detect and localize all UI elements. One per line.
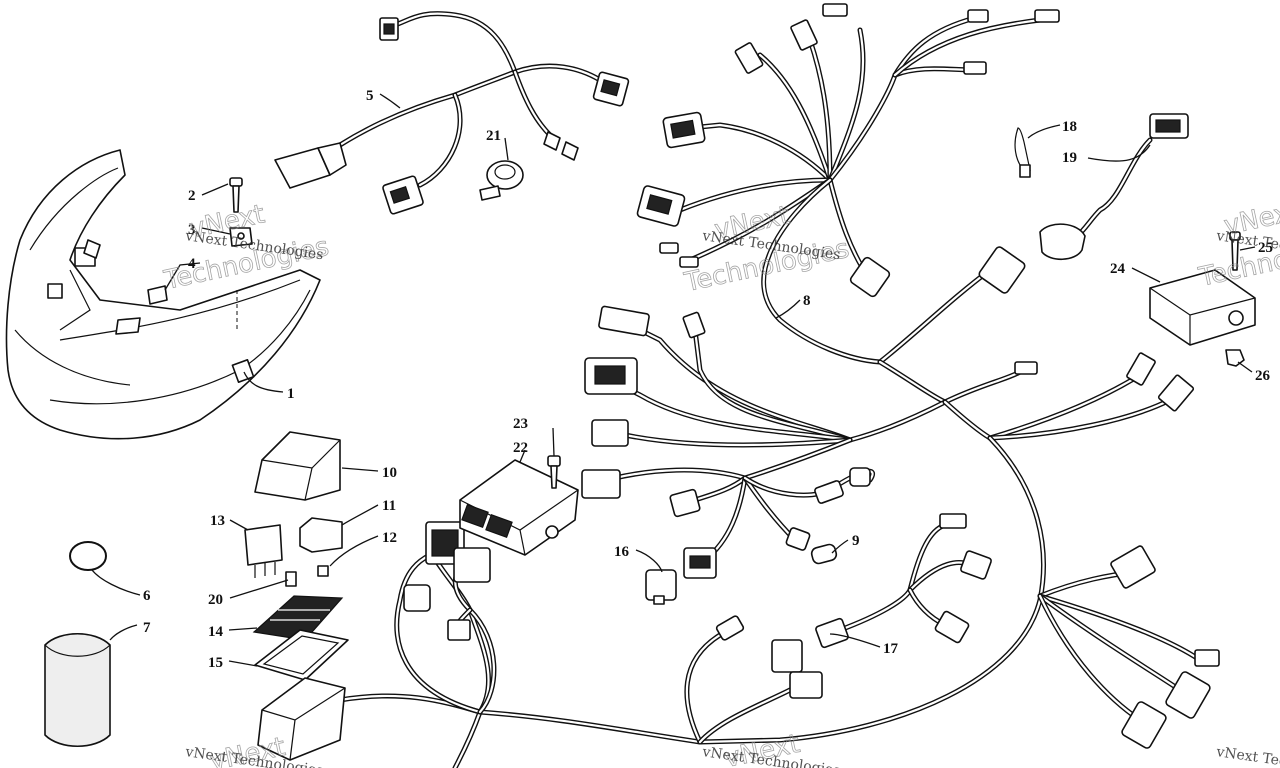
fuse-12 bbox=[317, 565, 329, 577]
bracket-4 bbox=[147, 285, 168, 305]
callout-6: 6 bbox=[143, 588, 151, 604]
screw-2 bbox=[229, 177, 243, 213]
harness-19 bbox=[1039, 113, 1189, 261]
plug-9 bbox=[810, 543, 838, 565]
callout-8: 8 bbox=[803, 293, 811, 309]
clip-3 bbox=[229, 227, 253, 247]
cable-tie-18 bbox=[1014, 127, 1031, 178]
fuse-20 bbox=[285, 571, 297, 587]
relay-13 bbox=[244, 524, 283, 578]
callout-23: 23 bbox=[513, 416, 528, 432]
harness-5 bbox=[274, 11, 630, 215]
callout-24: 24 bbox=[1110, 261, 1126, 277]
callout-19: 19 bbox=[1062, 150, 1077, 166]
callout-5: 5 bbox=[366, 88, 374, 104]
callout-3: 3 bbox=[188, 222, 196, 238]
callout-11: 11 bbox=[382, 498, 396, 514]
harness-17 bbox=[815, 513, 992, 649]
callout-4: 4 bbox=[188, 256, 196, 272]
watermark-label-bottom-right: vNext Technologies bbox=[1214, 744, 1280, 768]
module-24 bbox=[1149, 269, 1256, 346]
relay-11 bbox=[299, 517, 343, 553]
callout-22: 22 bbox=[513, 440, 528, 456]
callout-13: 13 bbox=[210, 513, 225, 529]
callout-25: 25 bbox=[1258, 240, 1273, 256]
callouts: 1 2 3 4 5 6 7 8 9 10 11 12 13 14 15 16 1… bbox=[143, 88, 1273, 671]
sensor-21 bbox=[479, 160, 524, 201]
callout-21: 21 bbox=[486, 128, 501, 144]
callout-7: 7 bbox=[143, 620, 151, 636]
screw-25 bbox=[1229, 231, 1241, 271]
callout-10: 10 bbox=[382, 465, 397, 481]
relay-10 bbox=[254, 431, 341, 501]
callout-26: 26 bbox=[1255, 368, 1271, 384]
callout-15: 15 bbox=[208, 655, 223, 671]
callout-18: 18 bbox=[1062, 119, 1077, 135]
callout-9: 9 bbox=[852, 533, 860, 549]
callout-17: 17 bbox=[883, 641, 899, 657]
callout-16: 16 bbox=[614, 544, 630, 560]
gasket-15 bbox=[254, 629, 349, 681]
control-module-22 bbox=[459, 459, 579, 556]
callout-12: 12 bbox=[382, 530, 397, 546]
callout-20: 20 bbox=[208, 592, 223, 608]
label-14 bbox=[252, 595, 344, 641]
callout-2: 2 bbox=[188, 188, 196, 204]
callout-1: 1 bbox=[287, 386, 295, 402]
bolt-23 bbox=[547, 455, 561, 489]
callout-14: 14 bbox=[208, 624, 224, 640]
leader-lines bbox=[91, 93, 1256, 667]
connector-16 bbox=[645, 569, 677, 605]
headlight-assembly bbox=[5, 149, 321, 440]
fuse-box bbox=[257, 677, 346, 761]
clamp-6 bbox=[69, 541, 107, 571]
harness-8-connectors bbox=[403, 3, 1220, 749]
sleeve-7 bbox=[44, 633, 111, 747]
